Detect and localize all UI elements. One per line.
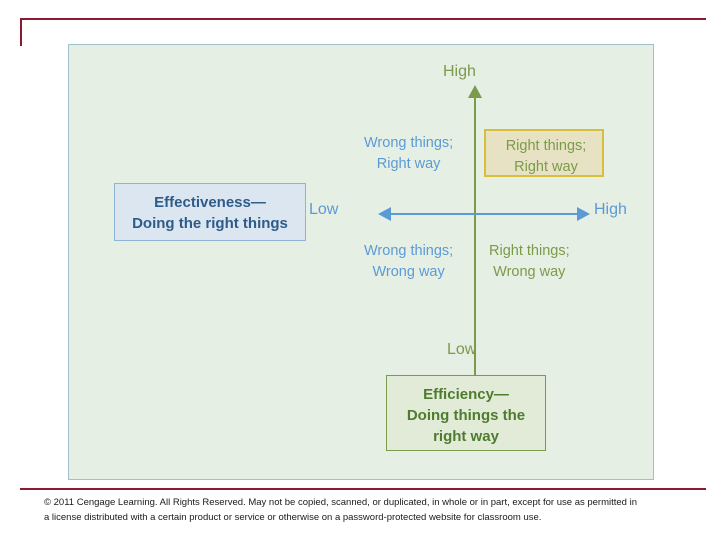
horizontal-axis-low-label: Low	[309, 201, 339, 218]
quadrant-bottom-left-line2: Wrong way	[372, 264, 445, 281]
quadrant-top-left: Wrong things; Right way	[364, 133, 453, 175]
efficiency-line3: right way	[433, 428, 499, 445]
efficiency-line2: Doing things the	[406, 407, 526, 424]
effectiveness-callout: Effectiveness— Doing the right things	[114, 183, 306, 241]
quadrant-bottom-right-line2: Wrong way	[493, 264, 566, 281]
quadrant-bottom-left: Wrong things; Wrong way	[364, 241, 453, 283]
arrow-right-icon	[577, 207, 590, 221]
efficiency-callout: Efficiency— Doing things the right way	[386, 375, 546, 451]
left-decorative-rule	[20, 18, 22, 46]
efficiency-line1: Efficiency—	[423, 386, 509, 403]
vertical-axis-line	[474, 95, 476, 385]
horizontal-axis-high-label: High	[594, 201, 627, 218]
bottom-decorative-rule	[20, 488, 706, 490]
arrow-left-icon	[378, 207, 391, 221]
diagram-panel: High Low Low High Wrong things; Right wa…	[68, 44, 654, 480]
arrow-up-icon	[468, 85, 482, 98]
quadrant-top-right-line1: Right things;	[505, 138, 587, 154]
quadrant-top-left-line1: Wrong things;	[364, 135, 454, 151]
copyright-notice: © 2011 Cengage Learning. All Rights Rese…	[44, 496, 704, 525]
quadrant-bottom-left-line1: Wrong things;	[364, 243, 454, 259]
effectiveness-line1: Effectiveness—	[154, 194, 266, 211]
quadrant-top-right: Right things; Right way	[486, 136, 606, 178]
copyright-line2: a license distributed with a certain pro…	[44, 511, 542, 523]
top-decorative-rule	[20, 18, 706, 20]
copyright-line1: © 2011 Cengage Learning. All Rights Rese…	[44, 497, 638, 508]
quadrant-top-left-line2: Right way	[376, 156, 441, 173]
effectiveness-line2: Doing the right things	[132, 215, 288, 232]
quadrant-top-right-line2: Right way	[514, 159, 578, 176]
quadrant-top-right-highlight-box: Right things; Right way	[484, 129, 604, 177]
horizontal-axis-line	[389, 213, 579, 215]
quadrant-bottom-right: Right things; Wrong way	[489, 241, 570, 283]
vertical-axis-low-label: Low	[447, 341, 477, 358]
quadrant-bottom-right-line1: Right things;	[489, 243, 570, 259]
vertical-axis-high-label: High	[443, 63, 476, 80]
